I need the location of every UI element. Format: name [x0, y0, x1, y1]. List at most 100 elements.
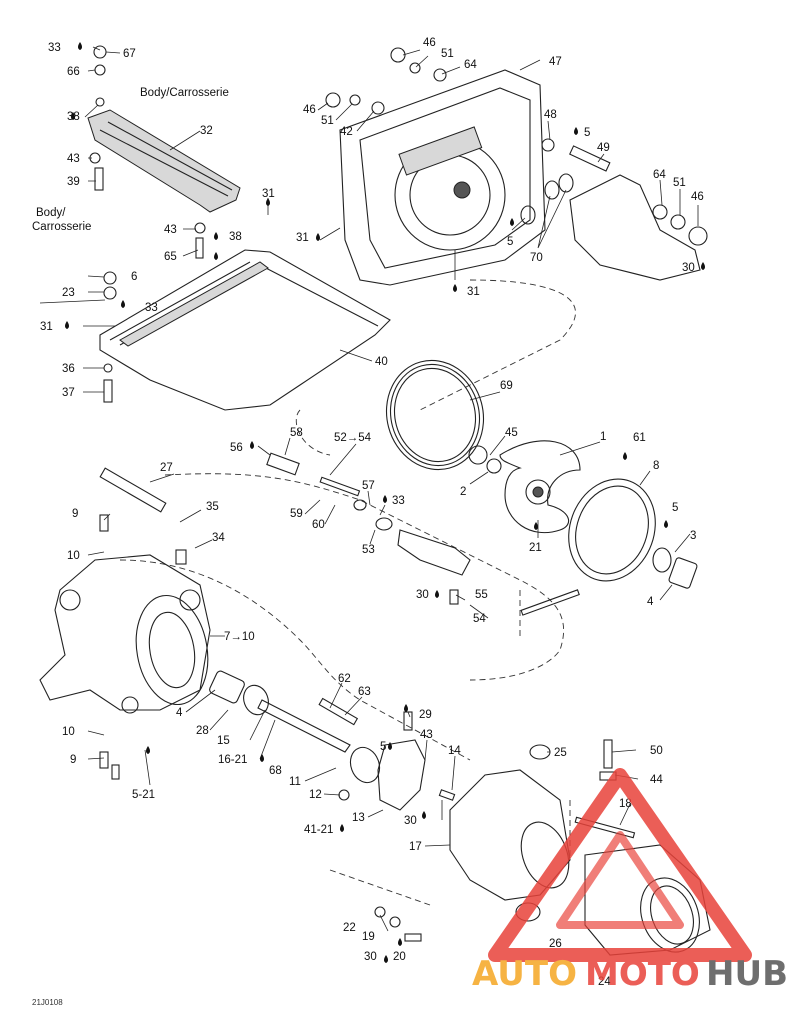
- rubber-boot-ring: [385, 359, 485, 471]
- callout: 3: [690, 530, 696, 542]
- callout: 17: [409, 841, 422, 853]
- watermark-moto: MOTO: [585, 954, 700, 994]
- callout: 33: [392, 495, 405, 507]
- callout: 12: [309, 789, 322, 801]
- callout: 50: [650, 745, 663, 757]
- callout: 5-21: [132, 789, 155, 801]
- callout: 68: [269, 765, 282, 777]
- callout: 48: [544, 109, 557, 121]
- callout: 46: [691, 191, 704, 203]
- callout: 46: [423, 37, 436, 49]
- callout: 16-21: [218, 754, 247, 766]
- callout: 21: [529, 542, 542, 554]
- callout: 66: [67, 66, 80, 78]
- callout: 42: [340, 126, 353, 138]
- callout: 26: [549, 938, 562, 950]
- callout: 51: [673, 177, 686, 189]
- callout: 11: [289, 776, 301, 788]
- note-labels: Body/Carrosserie Body/ Carrosserie: [32, 87, 229, 233]
- upper-support-bracket: [87, 45, 241, 259]
- callout: 33: [145, 302, 158, 314]
- callout: 5: [584, 127, 590, 139]
- callout: 27: [160, 462, 173, 474]
- callout: 62: [338, 673, 351, 685]
- wear-ring: [568, 478, 698, 589]
- callout: 51: [321, 115, 334, 127]
- callout: 58: [290, 427, 303, 439]
- callout: 54: [473, 613, 486, 625]
- callout: 46: [303, 104, 316, 116]
- callout: 30: [682, 262, 695, 274]
- impeller: [468, 440, 581, 534]
- callout: 38: [67, 111, 80, 123]
- jet-pump-housing: [325, 47, 611, 286]
- callout: 8: [653, 460, 659, 472]
- callout: 28: [196, 725, 209, 737]
- callout: 55: [475, 589, 488, 601]
- callout: 43: [420, 729, 433, 741]
- watermark-auto: AUTO: [472, 954, 577, 994]
- callout: 18: [619, 798, 632, 810]
- callout: 29: [419, 709, 432, 721]
- body-note-top: Body/Carrosserie: [140, 87, 229, 99]
- callout: 70: [530, 252, 543, 264]
- callout: 39: [67, 176, 80, 188]
- callout: 49: [597, 142, 610, 154]
- callout: 31: [262, 188, 275, 200]
- callout: 9: [72, 508, 78, 520]
- callout: 13: [352, 812, 365, 824]
- callout: 44: [650, 774, 663, 786]
- callout: 19: [362, 931, 375, 943]
- callout: 5: [507, 236, 513, 248]
- callout: 67: [123, 48, 136, 60]
- callout: 43: [67, 153, 80, 165]
- callout: 1: [600, 431, 606, 443]
- assembly-guide-lines: [119, 279, 576, 906]
- callout: 24: [598, 976, 611, 988]
- callout: 30: [416, 589, 429, 601]
- callout: 60: [312, 519, 325, 531]
- callout: 47: [549, 56, 562, 68]
- callout: 10: [62, 726, 75, 738]
- callout: 5: [380, 741, 386, 753]
- callout: 7→10: [224, 631, 255, 643]
- callout: 51: [441, 48, 454, 60]
- callout: 31: [40, 321, 53, 333]
- callout: 40: [375, 356, 388, 368]
- callout: 10: [67, 550, 80, 562]
- callout: 35: [206, 501, 219, 513]
- callout: 57: [362, 480, 375, 492]
- callout: 61: [633, 432, 646, 444]
- callout: 34: [212, 532, 225, 544]
- lubricant-drop-symbols: [65, 42, 705, 963]
- pump-side-bracket: [569, 174, 708, 281]
- callout: 20: [393, 951, 406, 963]
- callout: 32: [200, 125, 213, 137]
- callout: 37: [62, 387, 75, 399]
- callout: 14: [448, 745, 461, 757]
- callout-labels: 33 67 66 38 32 43 39 43 38 65 31 6 23 33…: [40, 37, 704, 988]
- callout: 63: [358, 686, 371, 698]
- steering-linkage: [266, 452, 580, 616]
- callout: 25: [554, 747, 567, 759]
- callout: 56: [230, 442, 243, 454]
- callout: 38: [229, 231, 242, 243]
- callout: 2: [460, 486, 466, 498]
- callout: 23: [62, 287, 75, 299]
- callout: 52→54: [334, 432, 372, 444]
- callout: 33: [48, 42, 61, 54]
- pump-cap: [338, 711, 456, 811]
- drawing-code: 21J0108: [32, 998, 63, 1007]
- watermark-triangle-icon: [488, 768, 752, 962]
- callout: 9: [70, 754, 76, 766]
- automotohub-watermark: AUTO MOTO HUB: [472, 768, 788, 994]
- callout: 4: [647, 596, 654, 608]
- callout: 43: [164, 224, 177, 236]
- callout: 64: [464, 59, 477, 71]
- callout: 45: [505, 427, 518, 439]
- callout: 36: [62, 363, 75, 375]
- callout: 41-21: [304, 824, 333, 836]
- leader-lines: [39, 46, 699, 932]
- callout: 5: [672, 502, 678, 514]
